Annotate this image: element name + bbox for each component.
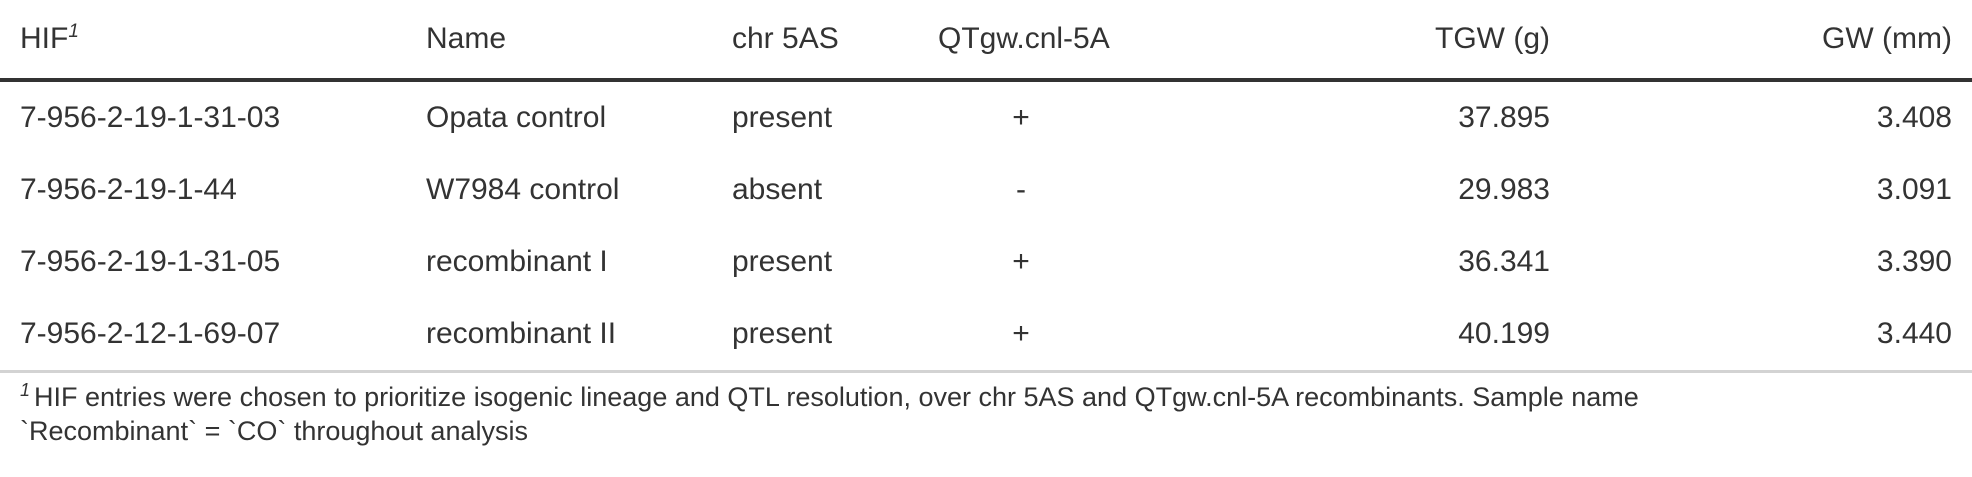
column-header-gw: GW (mm): [1570, 0, 1972, 82]
table-row: 7-956-2-19-1-44 W7984 control absent - 2…: [0, 154, 1972, 226]
column-header-chr-5as: chr 5AS: [712, 0, 918, 82]
table-header-row: HIF1 Name chr 5AS QTgw.cnl-5A TGW (g) GW…: [0, 0, 1972, 82]
table-row: 7-956-2-19-1-31-05 recombinant I present…: [0, 226, 1972, 298]
cell-chr-5as: absent: [732, 173, 823, 206]
cell-hif: 7-956-2-12-1-69-07: [0, 298, 406, 373]
cell-tgw: 40.199: [1124, 298, 1570, 373]
cell-tgw: 36.341: [1458, 245, 1550, 278]
cell-chr-5as: present: [732, 101, 833, 134]
cell-gw: 3.440: [1570, 298, 1972, 373]
cell-tgw: 37.895: [1458, 101, 1550, 134]
cell-qtgw: +: [918, 298, 1124, 373]
column-header-tgw: TGW (g): [1124, 0, 1570, 82]
cell-gw: 3.390: [1876, 245, 1952, 278]
hif-table: HIF1 Name chr 5AS QTgw.cnl-5A TGW (g) GW…: [0, 0, 1972, 373]
column-header-name: Name: [406, 0, 712, 82]
cell-chr-5as: present: [712, 298, 918, 373]
cell-hif: 7-956-2-19-1-44: [20, 173, 237, 206]
cell-name: Opata control: [426, 101, 607, 134]
cell-qtgw: -: [1016, 173, 1026, 206]
cell-hif: 7-956-2-19-1-31-05: [20, 245, 281, 278]
cell-qtgw: +: [1012, 245, 1030, 278]
footnote-line-2: `Recombinant` = `CO` throughout analysis: [20, 416, 528, 446]
cell-hif: 7-956-2-19-1-31-03: [20, 101, 281, 134]
table-row: 7-956-2-12-1-69-07 recombinant II presen…: [0, 298, 1972, 373]
cell-chr-5as: present: [732, 245, 833, 278]
data-table-container: HIF1 Name chr 5AS QTgw.cnl-5A TGW (g) GW…: [0, 0, 1972, 373]
column-header-qtgw: QTgw.cnl-5A: [918, 0, 1124, 82]
cell-name: recombinant I: [426, 245, 608, 278]
footnote-mark: 1: [20, 380, 31, 400]
cell-gw: 3.091: [1876, 173, 1952, 206]
footnote-mark: 1: [68, 21, 79, 42]
cell-tgw: 29.983: [1458, 173, 1550, 206]
table-row: 7-956-2-19-1-31-03 Opata control present…: [0, 80, 1972, 154]
footnote-text: HIF entries were chosen to prioritize is…: [34, 382, 1639, 412]
column-header-hif-label: HIF: [20, 22, 69, 55]
cell-name: W7984 control: [426, 173, 620, 206]
cell-gw: 3.408: [1876, 101, 1952, 134]
cell-name: recombinant II: [406, 298, 712, 373]
column-header-hif: HIF1: [0, 0, 406, 82]
cell-qtgw: +: [1012, 101, 1030, 134]
